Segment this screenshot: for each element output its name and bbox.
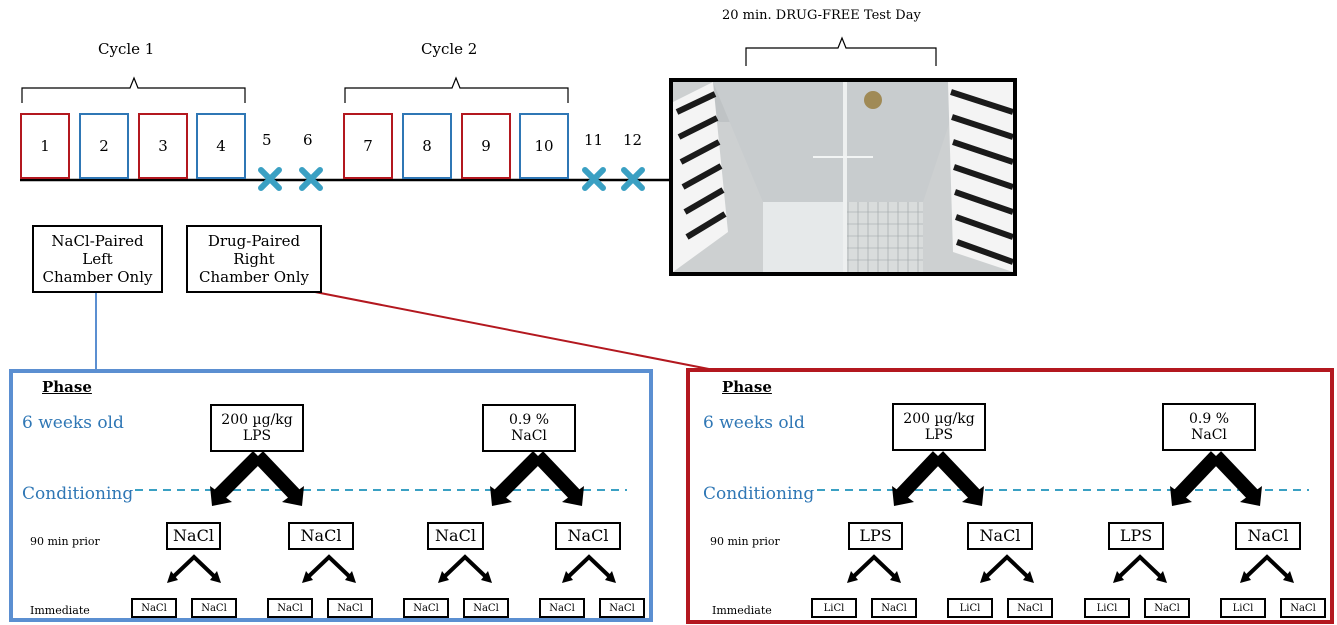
cycle1-brace (21, 76, 246, 103)
left-conditioning-label: Conditioning (22, 484, 134, 504)
right-prior-4: NaCl (1235, 522, 1301, 550)
right-phase-title: Phase (722, 378, 772, 396)
test-day-label: 20 min. DRUG-FREE Test Day (722, 8, 921, 23)
nacl-paired-legend: NaCl-Paired Left Chamber Only (32, 225, 163, 293)
test-day-brace (745, 36, 937, 66)
left-imm-7: NaCl (539, 598, 585, 618)
left-imm-4: NaCl (327, 598, 373, 618)
left-prior-3: NaCl (427, 522, 484, 550)
day-7-box: 7 (343, 113, 393, 179)
right-imm-2: NaCl (871, 598, 917, 618)
cycle2-brace (344, 76, 569, 103)
right-prior-3: LPS (1108, 522, 1164, 550)
day-4-box: 4 (196, 113, 246, 179)
right-nacl-treatment: 0.9 % NaCl (1162, 403, 1256, 451)
day-label: 7 (363, 137, 373, 155)
day-label: 3 (158, 137, 168, 155)
right-prior-2: NaCl (967, 522, 1033, 550)
left-imm-2: NaCl (191, 598, 237, 618)
left-phase-title: Phase (42, 378, 92, 396)
right-prior-label: 90 min prior (710, 535, 780, 548)
right-imm-5: LiCl (1084, 598, 1130, 618)
day-2-box: 2 (79, 113, 129, 179)
day-label: 2 (99, 137, 109, 155)
left-age-label: 6 weeks old (22, 413, 124, 433)
x-markers (258, 167, 645, 191)
right-imm-7: LiCl (1220, 598, 1266, 618)
left-nacl-treatment: 0.9 % NaCl (482, 404, 576, 452)
day-8-box: 8 (402, 113, 452, 179)
cycle-1-label: Cycle 1 (98, 40, 155, 58)
left-imm-3: NaCl (267, 598, 313, 618)
drug-paired-legend: Drug-Paired Right Chamber Only (186, 225, 322, 293)
day-12-label: 12 (623, 131, 643, 149)
day-11-label: 11 (584, 131, 604, 149)
day-label: 1 (40, 137, 50, 155)
left-lps-treatment: 200 µg/kg LPS (210, 404, 304, 452)
test-apparatus-image (669, 78, 1017, 276)
day-label: 10 (534, 137, 554, 155)
left-imm-5: NaCl (403, 598, 449, 618)
right-imm-4: NaCl (1007, 598, 1053, 618)
right-imm-3: LiCl (947, 598, 993, 618)
right-prior-1: LPS (848, 522, 903, 550)
right-imm-8: NaCl (1280, 598, 1326, 618)
day-label: 4 (216, 137, 226, 155)
left-small-arrows (170, 554, 613, 580)
day-3-box: 3 (138, 113, 188, 179)
right-lps-treatment: 200 µg/kg LPS (892, 403, 986, 451)
right-big-arrows (892, 451, 1262, 506)
right-phase-panel (686, 368, 1334, 624)
left-prior-label: 90 min prior (30, 535, 100, 548)
day-1-box: 1 (20, 113, 70, 179)
left-imm-1: NaCl (131, 598, 177, 618)
day-label: 9 (481, 137, 491, 155)
right-imm-1: LiCl (811, 598, 857, 618)
apparatus-drawing (673, 82, 1013, 272)
right-age-label: 6 weeks old (703, 413, 805, 433)
right-conditioning-label: Conditioning (703, 484, 815, 504)
left-immediate-label: Immediate (30, 604, 90, 617)
right-small-arrows (850, 554, 1291, 580)
right-immediate-label: Immediate (712, 604, 772, 617)
day-9-box: 9 (461, 113, 511, 179)
drug-connector (309, 290, 715, 371)
left-big-arrows (210, 451, 584, 506)
right-imm-6: NaCl (1144, 598, 1190, 618)
day-label: 8 (422, 137, 432, 155)
cycle-2-label: Cycle 2 (421, 40, 478, 58)
left-imm-8: NaCl (599, 598, 645, 618)
left-prior-4: NaCl (555, 522, 621, 550)
day-5-label: 5 (262, 131, 272, 149)
left-imm-6: NaCl (463, 598, 509, 618)
day-10-box: 10 (519, 113, 569, 179)
left-phase-panel (9, 369, 653, 622)
left-prior-1: NaCl (166, 522, 221, 550)
day-6-label: 6 (303, 131, 313, 149)
left-prior-2: NaCl (288, 522, 354, 550)
